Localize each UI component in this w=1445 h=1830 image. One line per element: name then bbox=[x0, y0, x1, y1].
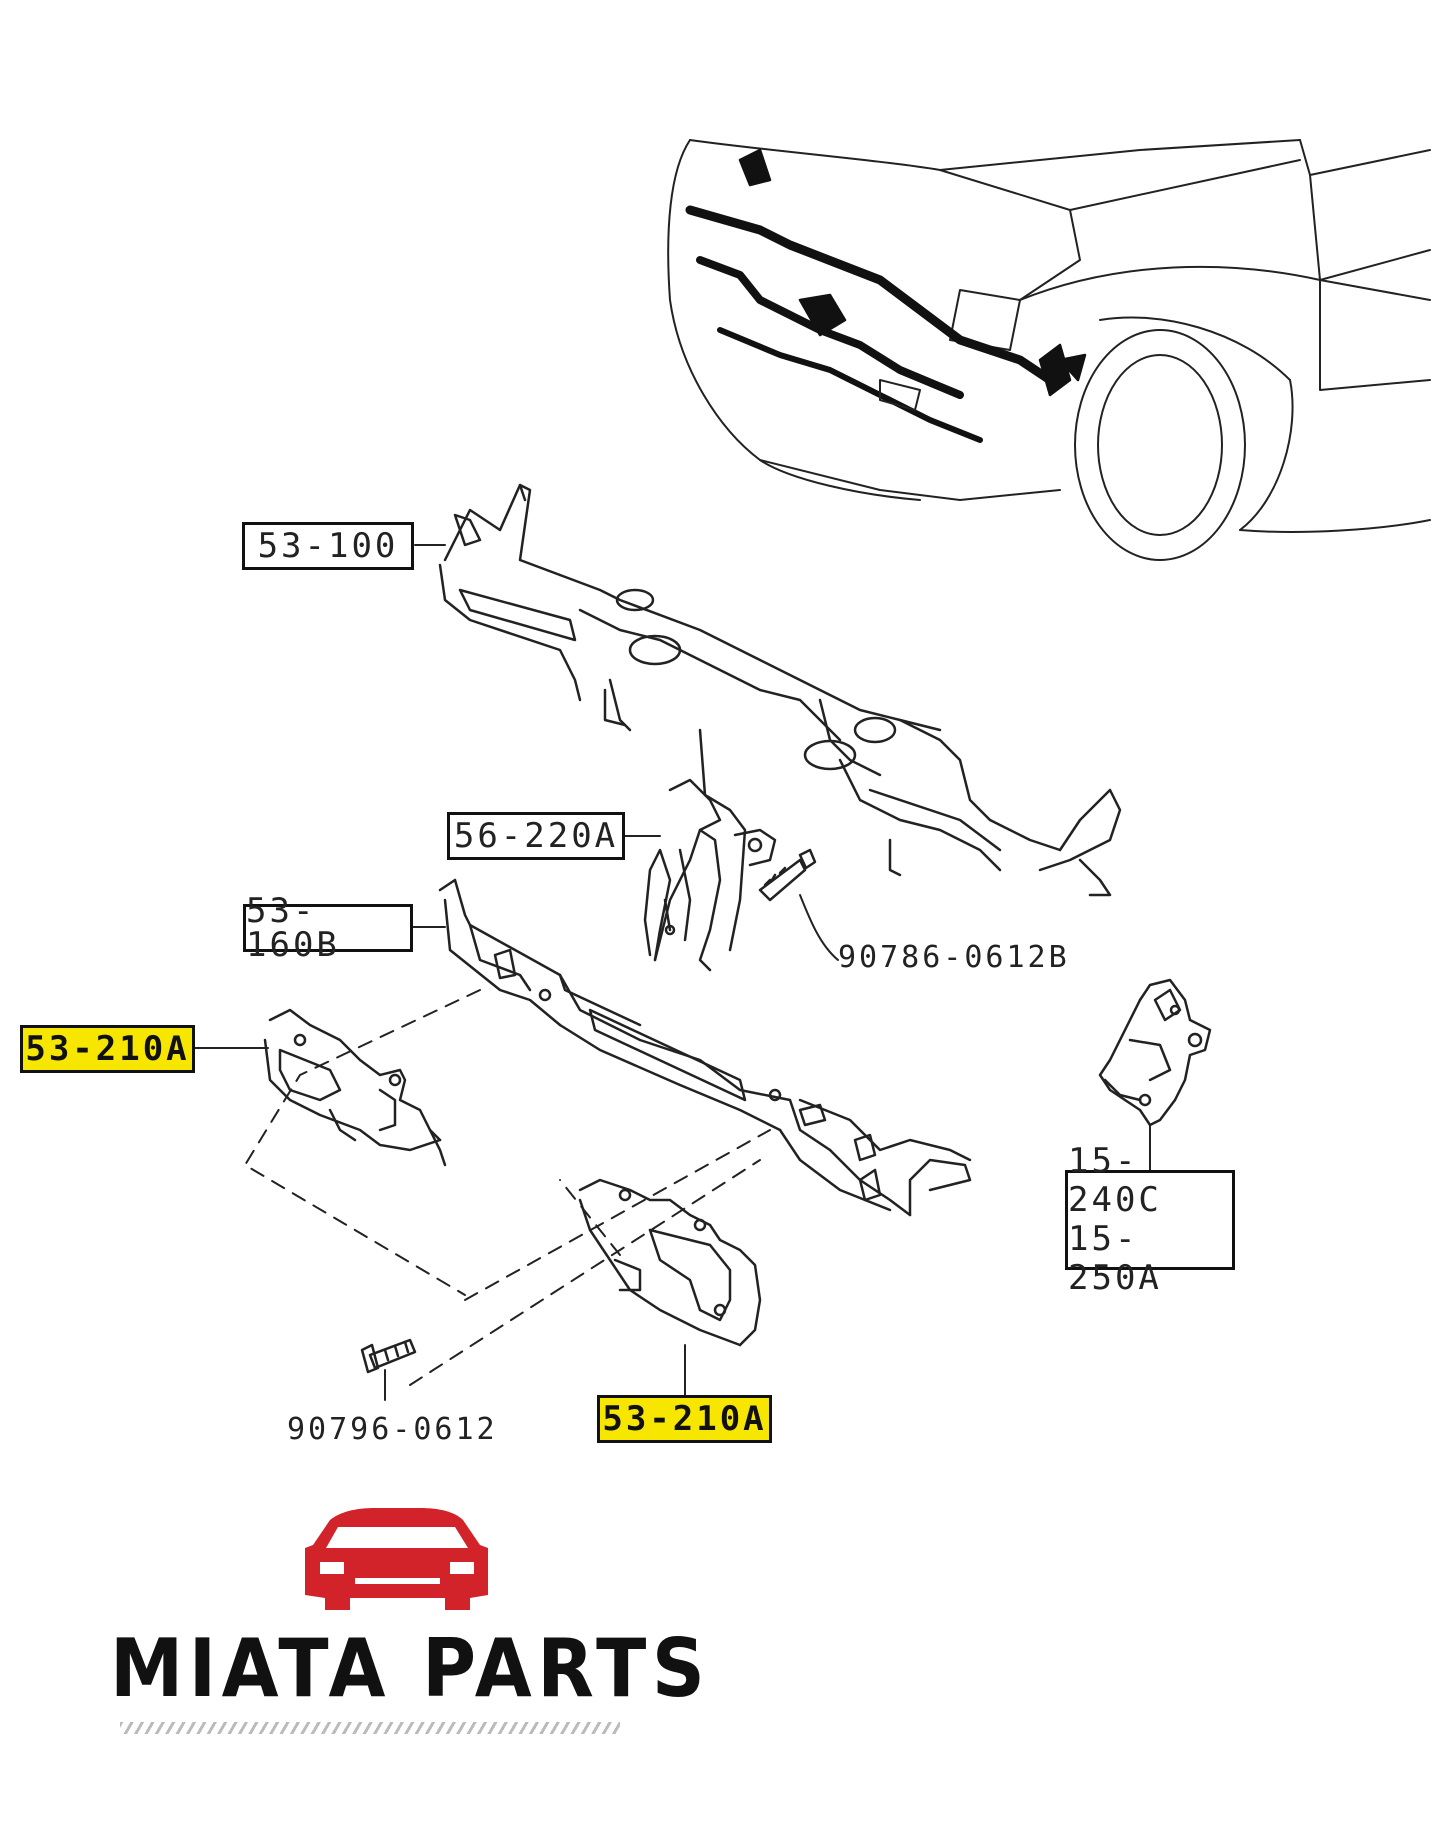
part-15-240c-drawing bbox=[1098, 978, 1212, 1127]
callout-53-100: 53-100 bbox=[242, 522, 414, 570]
bolt-90786-drawing bbox=[758, 848, 817, 902]
part-53-100-drawing bbox=[438, 483, 1122, 897]
callout-53-210a-bottom: 53-210A bbox=[597, 1395, 772, 1443]
callout-56-220a: 56-220A bbox=[447, 812, 625, 860]
callout-53-210a-left: 53-210A bbox=[20, 1025, 195, 1073]
car-front-icon bbox=[305, 1508, 488, 1610]
part-56-220a-drawing bbox=[643, 728, 777, 972]
callout-15-240c: 15-240C bbox=[1068, 1140, 1162, 1220]
callout-15-240c-15-250a: 15-240C 15-250A bbox=[1065, 1141, 1235, 1298]
brand-underline bbox=[120, 1722, 620, 1734]
car-front-illustration bbox=[667, 139, 1431, 561]
bolt-90796-drawing bbox=[360, 1338, 417, 1374]
part-53-160b-drawing bbox=[438, 878, 972, 1217]
callout-90786-0612b: 90786-0612B bbox=[838, 940, 1070, 975]
part-53-210a-left-drawing bbox=[263, 1008, 447, 1167]
part-53-210a-bottom-drawing bbox=[578, 1178, 762, 1347]
callout-90796-0612: 90796-0612 bbox=[287, 1412, 498, 1447]
brand-name: MIATA PARTS bbox=[110, 1622, 711, 1715]
callout-53-160b: 53-160B bbox=[243, 894, 413, 962]
callout-15-250a: 15-250A bbox=[1068, 1219, 1162, 1299]
